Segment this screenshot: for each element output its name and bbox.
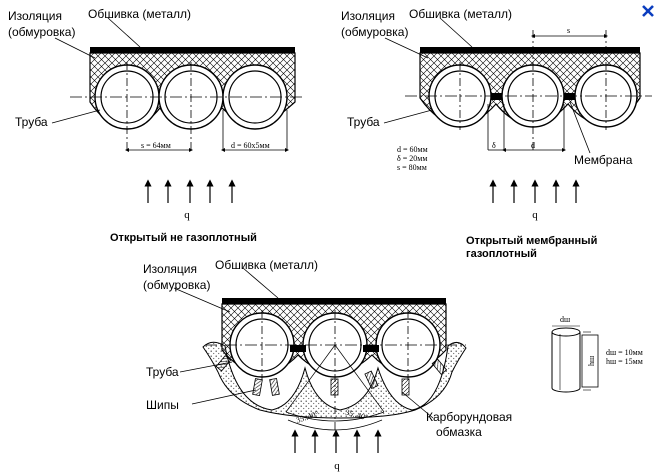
fig2-param-delta: δ = 20мм <box>397 154 427 163</box>
figure-open-non-gastight <box>51 17 305 203</box>
studs <box>215 355 448 397</box>
stud-hsh-label: hш <box>587 355 596 366</box>
fig1-q-label: q <box>184 209 190 221</box>
fig2-d-label: d <box>531 141 535 150</box>
stud-param-hsh: hш = 15мм <box>606 357 643 366</box>
fig1-cladding-label: Обшивка (металл) <box>88 7 191 21</box>
fig2-delta-label: δ <box>492 141 496 150</box>
stud-dsh-label: dш <box>560 315 571 324</box>
fig2-q-label: q <box>532 209 538 221</box>
fig1-insulation-label-2: (обмуровка) <box>8 25 75 39</box>
cladding-plate <box>222 298 446 304</box>
close-icon[interactable] <box>641 4 655 18</box>
fig2-cladding-label: Обшивка (металл) <box>409 7 512 21</box>
membrane-fin <box>488 93 504 100</box>
membrane-fin <box>561 93 577 100</box>
fig3-cladding-label: Обшивка (металл) <box>215 258 318 272</box>
fig2-param-d: d = 60мм <box>397 145 428 154</box>
fig2-membrane-label: Мембрана <box>574 153 633 167</box>
fig1-insulation-label-1: Изоляция <box>8 9 62 23</box>
stud-param-dsh: dш = 10мм <box>606 348 643 357</box>
fig2-param-s: s = 80мм <box>397 163 427 172</box>
stud-detail <box>551 325 599 393</box>
fig1-s-dimension: s = 64мм <box>141 141 171 150</box>
heat-flux-arrows <box>291 429 382 453</box>
fig1-pipe-label: Труба <box>15 115 48 129</box>
fig2-s-label: s <box>567 26 570 35</box>
carborundum-coating <box>202 341 467 419</box>
fig2-caption-1: Открытый мембранный <box>466 235 597 247</box>
figure-studded-coated <box>173 267 467 453</box>
cladding-plate <box>420 47 640 53</box>
fig2-pipe-label: Труба <box>347 115 380 129</box>
fig3-studs-label: Шипы <box>146 398 179 412</box>
fig3-coating-label-1: Карборундовая <box>426 410 512 424</box>
fig3-pipe-label: Труба <box>146 365 179 379</box>
fig1-d-dimension: d = 60х5мм <box>231 141 270 150</box>
cladding-plate <box>90 47 295 53</box>
fig2-insulation-label-1: Изоляция <box>341 9 395 23</box>
heat-flux-arrows <box>489 179 580 203</box>
fig2-insulation-label-2: (обмуровка) <box>341 25 408 39</box>
fig3-insulation-label-1: Изоляция <box>143 262 197 276</box>
fig1-caption: Открытый не газоплотный <box>110 232 257 244</box>
figure-membrane-gastight <box>383 17 652 203</box>
fig3-insulation-label-2: (обмуровка) <box>143 278 210 292</box>
fig2-caption-2: газоплотный <box>466 248 537 260</box>
fig3-q-label: q <box>334 460 340 472</box>
fig3-coating-label-2: обмазка <box>436 425 482 439</box>
heat-flux-arrows <box>144 179 236 203</box>
